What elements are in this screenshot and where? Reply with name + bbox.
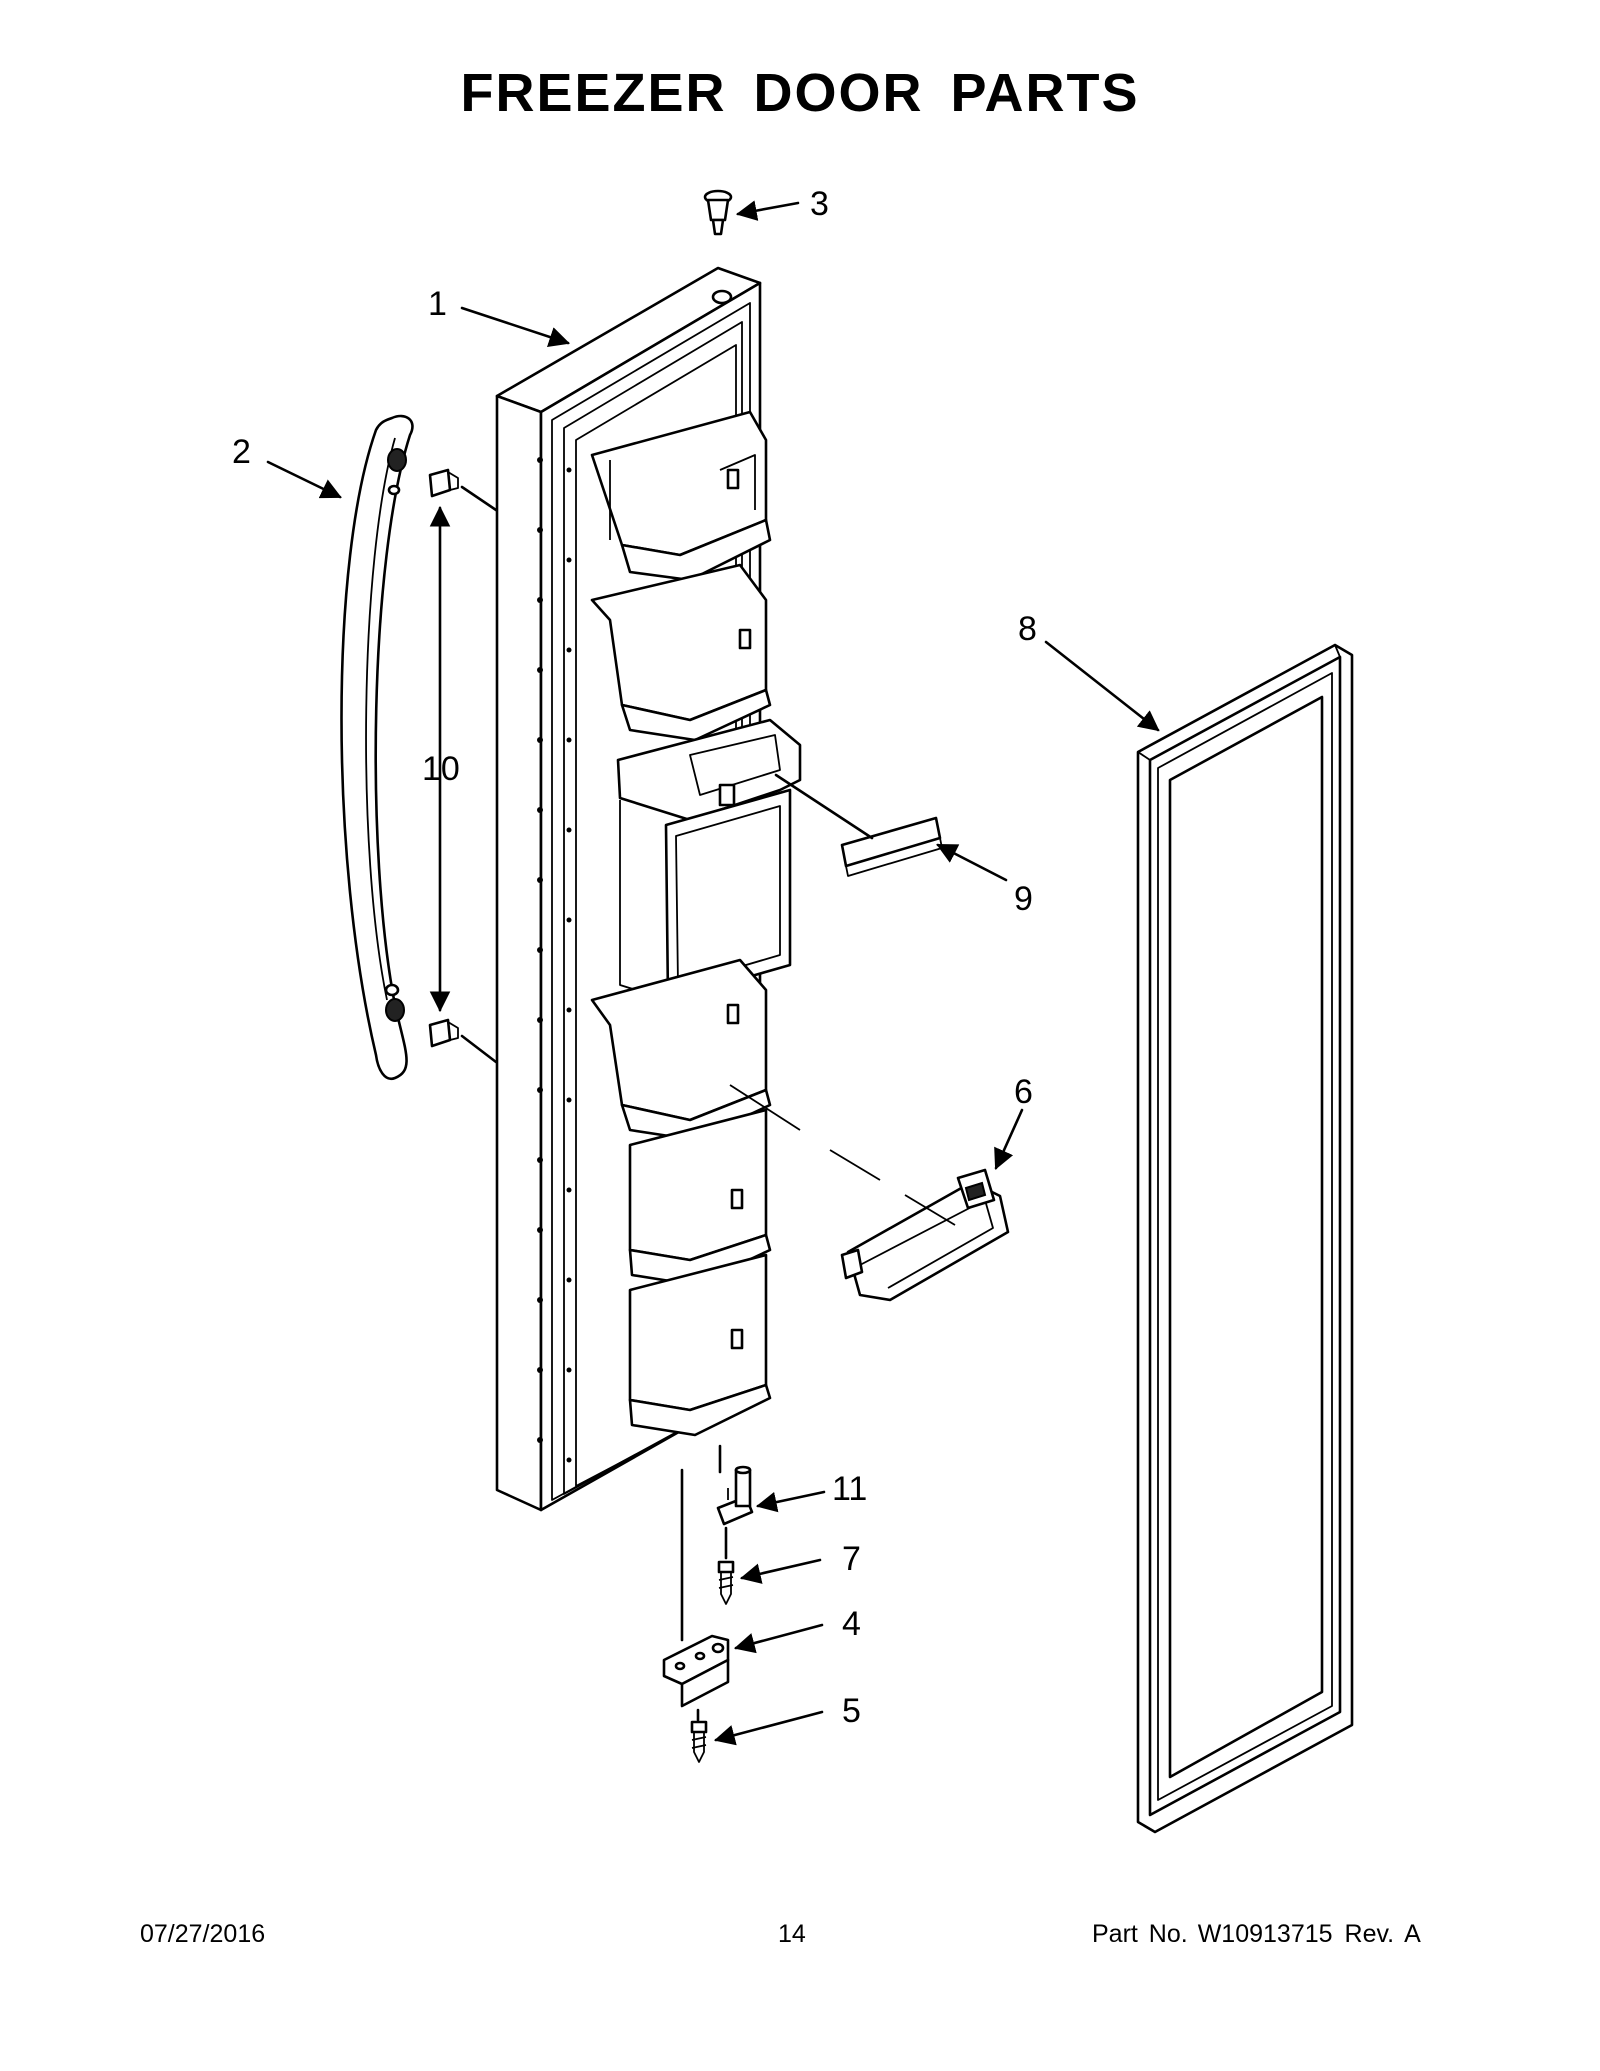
bottom-hinge-bracket xyxy=(662,1468,730,1708)
callout-4: 4 xyxy=(842,1605,861,1643)
callout-numbers: 1 2 3 4 5 6 7 8 9 10 11 xyxy=(232,185,1037,1730)
hinge-screw-upper xyxy=(717,1526,735,1605)
freezer-door-assembly xyxy=(495,266,802,1512)
rev-label: Rev. xyxy=(1344,1920,1395,1948)
chute-trim-strip xyxy=(774,773,943,877)
callout-8: 8 xyxy=(1018,610,1037,648)
callout-11: 11 xyxy=(832,1470,867,1508)
door-gasket xyxy=(1136,643,1354,1834)
bottom-hinge-pin xyxy=(716,1444,754,1526)
callout-2: 2 xyxy=(232,433,251,471)
rev-value: A xyxy=(1404,1920,1421,1948)
callout-5: 5 xyxy=(842,1692,861,1730)
callout-7: 7 xyxy=(842,1540,861,1578)
leader-arrows xyxy=(266,200,1160,1746)
door-shelf-bin xyxy=(729,1084,1010,1302)
page-title: FREEZER DOOR PARTS xyxy=(460,63,1140,123)
callout-3: 3 xyxy=(810,185,829,223)
callout-1: 1 xyxy=(428,285,447,323)
callout-6: 6 xyxy=(1014,1073,1033,1111)
handle-mounting-studs xyxy=(428,468,498,1064)
footer-part-info: Part No. W10913715 Rev. A xyxy=(1092,1920,1421,1949)
door-top-bushing xyxy=(703,189,733,236)
part-label: Part No. xyxy=(1092,1920,1188,1948)
door-handle xyxy=(340,414,414,1081)
part-number: W10913715 xyxy=(1197,1920,1333,1948)
footer-page-number: 14 xyxy=(778,1920,806,1948)
callout-9: 9 xyxy=(1014,880,1033,918)
callout-10: 10 xyxy=(422,750,460,788)
footer-date: 07/27/2016 xyxy=(140,1920,266,1948)
hinge-screw-lower xyxy=(690,1708,708,1763)
